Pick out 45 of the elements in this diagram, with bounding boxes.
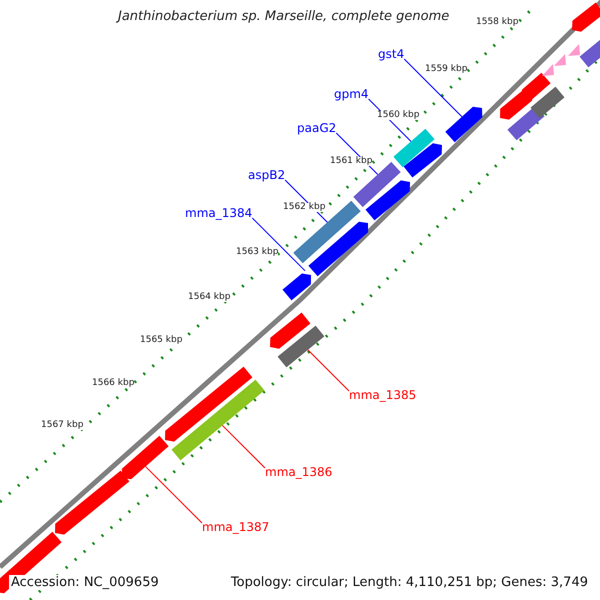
scale-label: 1561 kbp [330, 157, 372, 166]
leader-line [222, 424, 266, 468]
scale-label: 1567 kbp [41, 421, 84, 430]
gene-bar [522, 72, 551, 100]
scale-label: 1558 kbp [476, 18, 518, 27]
gene-bar [165, 366, 252, 442]
title: Janthinobacterium sp. Marseille, complete genome [118, 10, 450, 23]
gene-bar [172, 380, 264, 460]
gene-bar [55, 470, 130, 535]
gene-bar [308, 222, 368, 276]
gene-label: mma_1384 [185, 207, 252, 219]
gene-bar [580, 38, 600, 68]
gene-bar [404, 143, 442, 178]
scale-label: 1559 kbp [425, 65, 468, 74]
gene-bar [572, 2, 600, 32]
scale-label: 1562 kbp [283, 203, 326, 212]
leader-line [404, 58, 462, 118]
gene-label: gst4 [378, 48, 404, 60]
gene-label: mma_1387 [202, 521, 270, 533]
gene-label: aspB2 [248, 169, 286, 181]
gene-marker [554, 54, 566, 66]
gene-label: paaG2 [297, 122, 336, 134]
gene-label: gpm4 [334, 88, 369, 100]
scale-label: 1564 kbp [188, 293, 230, 302]
gene-label: mma_1385 [349, 389, 416, 401]
gene-bar [445, 106, 482, 142]
gene-marker [542, 64, 554, 76]
gene-bar [366, 180, 410, 220]
gene-label: mma_1386 [265, 466, 332, 478]
gene-marker [568, 44, 580, 56]
gene-bar [270, 312, 310, 349]
scale-label: 1565 kbp [140, 336, 182, 345]
scale-label: 1566 kbp [92, 379, 134, 388]
scale-label: 1560 kbp [377, 111, 420, 120]
leader-line [307, 349, 350, 392]
scale-label: 1563 kbp [236, 248, 278, 257]
gene-bar [282, 274, 311, 300]
gene-bar [393, 128, 435, 168]
footer-text: Topology: circular; Length: 4,110,251 bp; Genes: 3,749 [228, 575, 590, 590]
gene-bar [122, 436, 169, 480]
leader-line [145, 466, 202, 524]
gene-bar [278, 326, 324, 368]
gene-bar [530, 86, 564, 118]
footer-text: Accession: NC_009659 [9, 575, 161, 590]
leader-line [252, 218, 306, 272]
